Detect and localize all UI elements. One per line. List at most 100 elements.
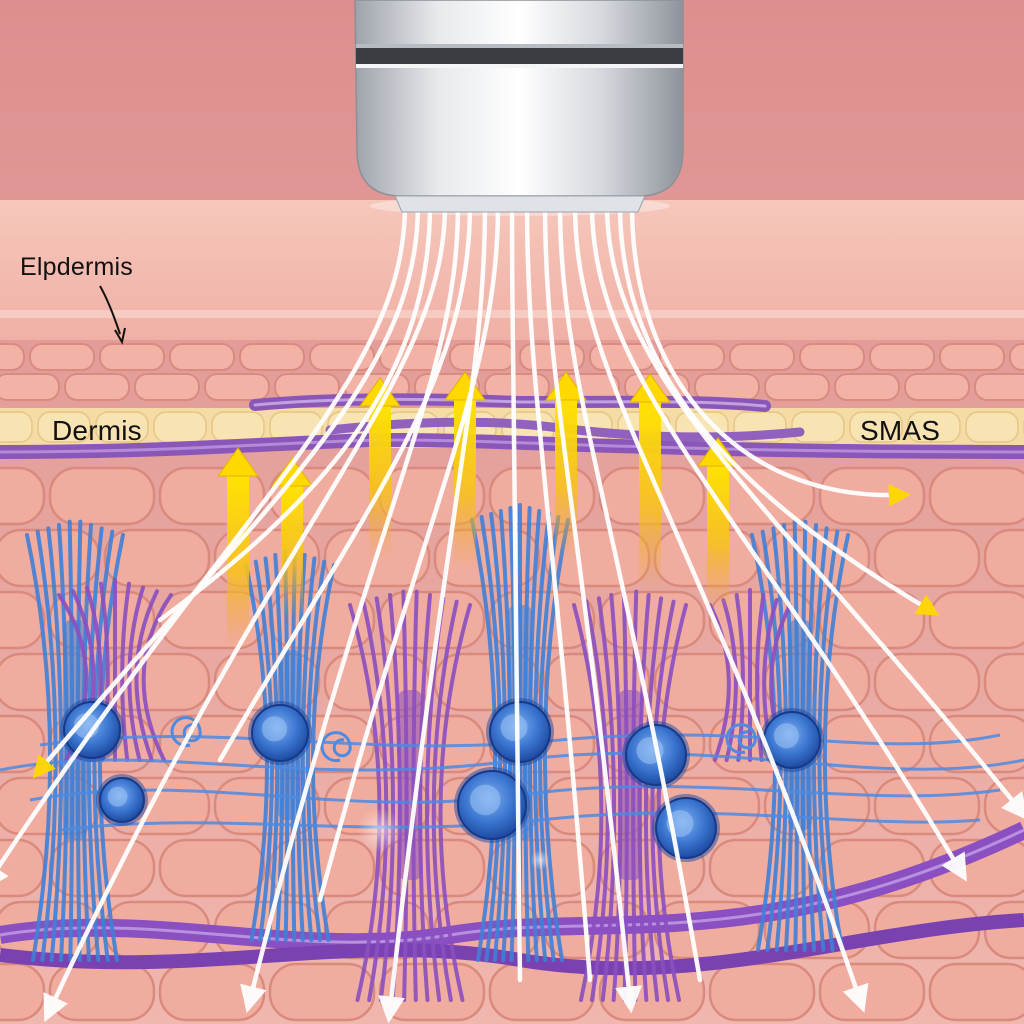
smas-label: SMAS	[860, 415, 941, 446]
skin-cell	[729, 343, 795, 371]
tissue-cell	[983, 652, 1024, 712]
skin-cell	[799, 343, 865, 371]
fibroblast-cell-icon	[760, 708, 824, 772]
dermis-label: Dermis	[52, 415, 142, 446]
fiber-core	[618, 690, 642, 880]
energy-beam	[0, 202, 408, 892]
fiber-strand	[643, 596, 664, 1002]
energy-glow	[358, 808, 402, 852]
skin-cell	[204, 373, 270, 401]
fiber-strand	[438, 603, 472, 1002]
tissue-cell	[0, 838, 46, 898]
fiber-strand	[572, 603, 604, 1002]
tissue-cell	[0, 590, 46, 650]
skin-cell	[694, 373, 760, 401]
skin-cell	[64, 373, 130, 401]
skin-cell	[904, 373, 970, 401]
fat-cell	[907, 411, 961, 443]
skin-cell	[239, 343, 305, 371]
energy-beam	[217, 202, 473, 763]
network-strand	[59, 811, 981, 832]
fat-cell	[849, 411, 903, 443]
energy-beam	[617, 202, 940, 616]
fiber-strand	[650, 599, 676, 1002]
network-curl	[170, 716, 202, 748]
skin-cell	[0, 343, 25, 371]
fiber-strand	[721, 598, 738, 762]
skin-cell	[1009, 343, 1024, 371]
energy-beam	[542, 202, 643, 1014]
skin-cell	[99, 343, 165, 371]
skin-cell	[169, 343, 235, 371]
fiber-strand	[431, 599, 459, 1002]
fiber-strand	[822, 533, 850, 952]
energy-glow	[530, 850, 550, 870]
fibroblast-cell-icon	[248, 701, 312, 765]
skin-cell	[834, 373, 900, 401]
fiber-core	[398, 690, 422, 880]
energy-beam	[629, 202, 912, 507]
energy-beam	[317, 202, 501, 903]
tissue-cell	[873, 652, 981, 712]
tissue-cell	[873, 528, 981, 588]
fat-cell	[153, 411, 207, 443]
fiber-strand	[141, 593, 173, 762]
energy-beam	[524, 202, 593, 983]
tissue-cell	[983, 528, 1024, 588]
fat-cell	[0, 411, 33, 443]
upward-heat-arrow-icon	[629, 373, 671, 590]
skin-cell	[134, 373, 200, 401]
skin-cell	[939, 343, 1005, 371]
fiber-strand	[755, 593, 766, 762]
fat-cell	[965, 411, 1019, 443]
tissue-cell	[818, 962, 926, 1022]
skin-cell	[869, 343, 935, 371]
fiber-strand	[127, 585, 145, 762]
tissue-cell	[928, 590, 1024, 650]
fiber-strand	[596, 596, 617, 1002]
fiber-strand	[656, 603, 688, 1002]
energy-beam	[509, 202, 523, 983]
energy-beam	[240, 202, 461, 1014]
fat-cell	[37, 411, 91, 443]
tissue-cell	[48, 466, 156, 526]
fiber-strand	[348, 603, 382, 1002]
energy-beam	[378, 202, 488, 1024]
skin-cell	[659, 343, 725, 371]
energy-beam	[589, 202, 967, 882]
ultrasound-energy-beams	[0, 202, 1024, 1024]
network-curl	[320, 731, 352, 763]
skin-cell	[974, 373, 1024, 401]
fiber-strand	[708, 603, 731, 762]
fiber-strand	[374, 596, 396, 1002]
fiber-strand	[361, 599, 389, 1002]
fibroblast-cell-icon	[96, 774, 148, 826]
tissue-cell	[158, 838, 266, 898]
energy-beam	[43, 202, 448, 1023]
tissue-cell	[378, 838, 486, 898]
fat-cell	[791, 411, 845, 443]
tissue-cell	[873, 776, 981, 836]
fat-cell	[211, 411, 265, 443]
tissue-cell	[708, 962, 816, 1022]
epidermis-label: Elpdermis	[20, 253, 133, 281]
energy-beam	[32, 202, 421, 779]
energy-beam	[557, 202, 703, 983]
tissue-cell	[928, 962, 1024, 1022]
tissue-cell	[103, 528, 211, 588]
tissue-cell	[0, 962, 46, 1022]
energy-beam	[572, 202, 869, 1013]
fat-cell	[95, 411, 149, 443]
fibroblast-cell-icon	[454, 767, 530, 843]
tissue-cell	[928, 466, 1024, 526]
fiber-bundle-purple	[572, 589, 688, 1002]
skin-cell	[764, 373, 830, 401]
fibroblast-cell-icon	[652, 794, 720, 862]
tissue-cell	[0, 466, 46, 526]
tissue-cell	[158, 962, 266, 1022]
epidermis-pointer-arrow	[99, 285, 126, 345]
tissue-cell	[983, 900, 1024, 960]
energy-beam	[604, 202, 1024, 821]
